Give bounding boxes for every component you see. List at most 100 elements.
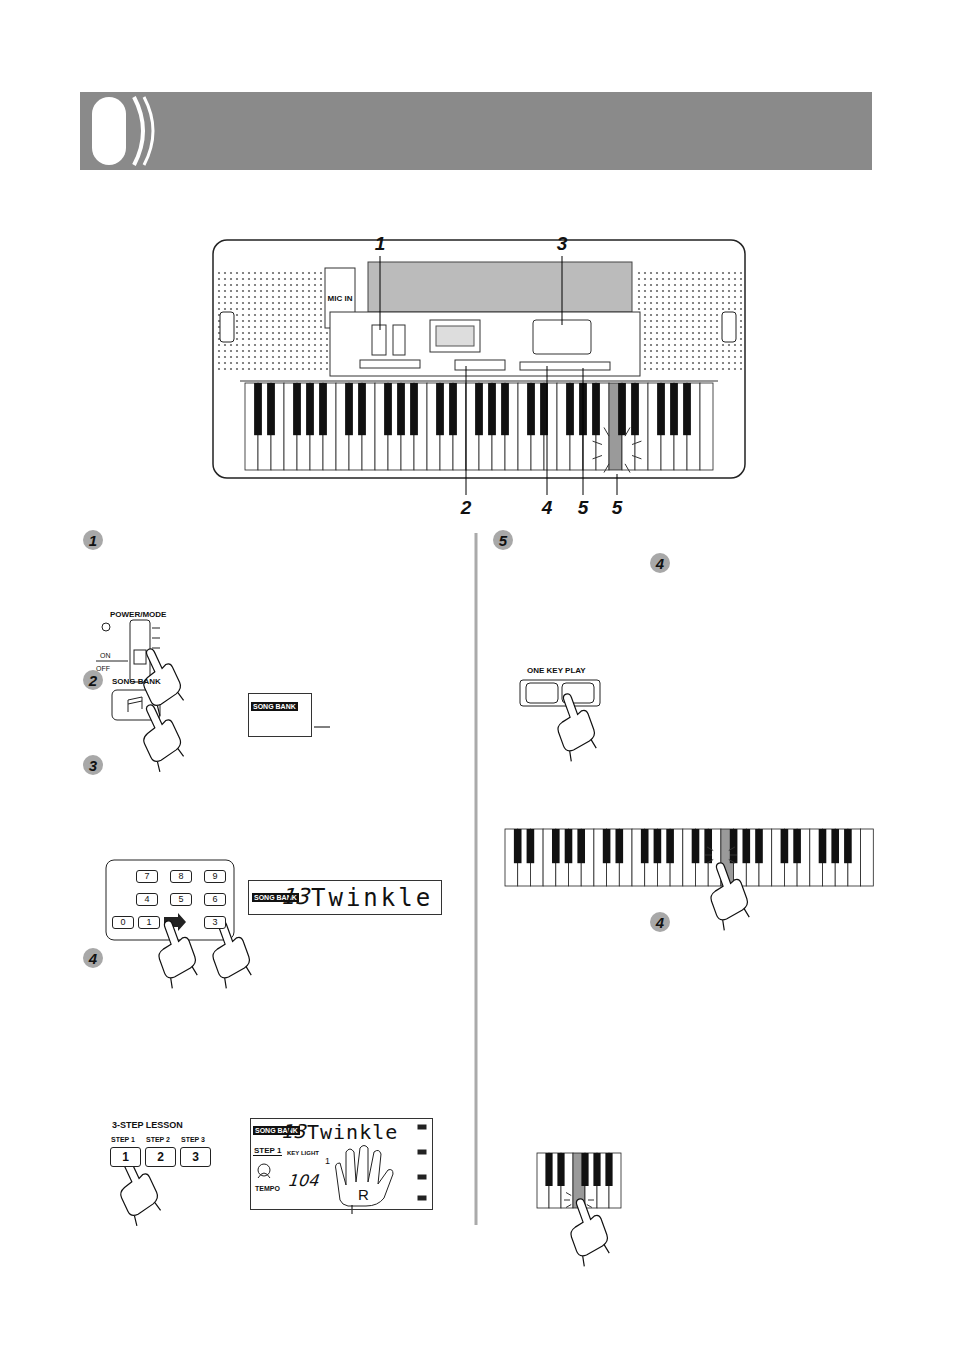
header-bracket (92, 97, 126, 165)
black-key (527, 383, 535, 435)
display-text: STEP 1 (253, 1147, 282, 1156)
black-key (793, 829, 801, 863)
light-ray (707, 860, 713, 864)
mode-tag: SONG BANK (251, 702, 298, 711)
black-key (397, 383, 405, 435)
display-text: R (358, 1187, 369, 1202)
panel-label: SONG BANK (112, 678, 161, 686)
black-key (527, 829, 535, 863)
display-text: Twinkle (311, 886, 433, 910)
keyboard-illustration (213, 240, 745, 495)
callout-number: 2 (461, 498, 472, 517)
button-key: 5 (170, 893, 192, 906)
black-key (566, 383, 574, 435)
black-key (293, 383, 301, 435)
light-ray (593, 441, 602, 444)
white-key (700, 383, 713, 470)
black-key (358, 383, 366, 435)
white-key (861, 829, 874, 886)
light-ray (625, 427, 630, 436)
hand-icon (700, 858, 754, 931)
panel-label: 3-STEP LESSON (112, 1121, 183, 1130)
black-key (410, 383, 418, 435)
black-key (615, 829, 623, 863)
black-key (488, 383, 496, 435)
step-number: 1 (89, 533, 97, 548)
step-number: 4 (89, 951, 97, 966)
header-arc (134, 97, 143, 165)
step-number: 4 (656, 556, 664, 571)
black-key (618, 383, 626, 435)
black-key (683, 383, 691, 435)
display-text: 1 (325, 1157, 330, 1166)
button-key: 7 (136, 870, 158, 883)
key-label: 1 (122, 1151, 129, 1163)
lcd-display: SONG BANK (248, 693, 312, 737)
black-key (345, 383, 353, 435)
callout-number: 1 (375, 234, 386, 253)
black-key (844, 829, 852, 863)
black-key (475, 383, 483, 435)
black-key (565, 829, 573, 863)
black-key (557, 1153, 564, 1186)
key-label: 3 (192, 1151, 199, 1163)
light-ray (604, 464, 609, 473)
black-key (831, 829, 839, 863)
black-key (631, 383, 639, 435)
light-ray (566, 1205, 571, 1208)
black-key (514, 829, 522, 863)
hand-icon (547, 689, 601, 762)
light-ray (705, 855, 712, 856)
black-key (657, 383, 665, 435)
black-key (306, 383, 314, 435)
panel-label: ON (100, 652, 111, 659)
black-key (319, 383, 327, 435)
black-key (641, 829, 649, 863)
black-key (603, 829, 611, 863)
key-label: 4 (144, 895, 149, 904)
button-key: 3 (180, 1147, 211, 1167)
key-label: 8 (178, 872, 183, 881)
light-ray (593, 455, 602, 458)
button-key: 1 (110, 1147, 141, 1167)
light-ray (729, 847, 735, 851)
key-label: 6 (212, 895, 217, 904)
black-key (666, 829, 674, 863)
black-key (755, 829, 763, 863)
key-label: 5 (178, 895, 183, 904)
display-text: KEY LIGHT (287, 1150, 319, 1156)
black-key (742, 829, 750, 863)
display-text: 13 (282, 1122, 309, 1141)
light-ray (588, 1200, 594, 1201)
black-key (670, 383, 678, 435)
black-key (545, 1153, 552, 1186)
black-key (819, 829, 827, 863)
light-ray (632, 441, 641, 444)
header-band (80, 92, 872, 170)
light-ray (707, 847, 713, 851)
header-arc (144, 97, 153, 165)
step-marker (83, 530, 670, 968)
lcd-display: SONG BANK13Twinkle (248, 880, 442, 915)
black-key (254, 383, 262, 435)
black-key (577, 829, 585, 863)
black-key (730, 829, 738, 863)
key-label: 1 (146, 918, 151, 927)
key-label: 7 (144, 872, 149, 881)
callout-number: 5 (612, 498, 623, 517)
callout-number: 5 (578, 498, 589, 517)
black-key (552, 829, 560, 863)
note-icon (128, 697, 142, 712)
black-key (501, 383, 509, 435)
black-key (581, 1153, 588, 1186)
panel-label: MIC IN (328, 295, 353, 303)
button-key: 3 (204, 916, 226, 929)
light-ray (625, 464, 630, 473)
one-key-play-buttons (520, 680, 600, 706)
panel-label: POWER/MODE (110, 611, 166, 619)
black-key (436, 383, 444, 435)
button-key: 6 (204, 893, 226, 906)
step-number: 5 (499, 533, 507, 548)
black-key (593, 1153, 600, 1186)
